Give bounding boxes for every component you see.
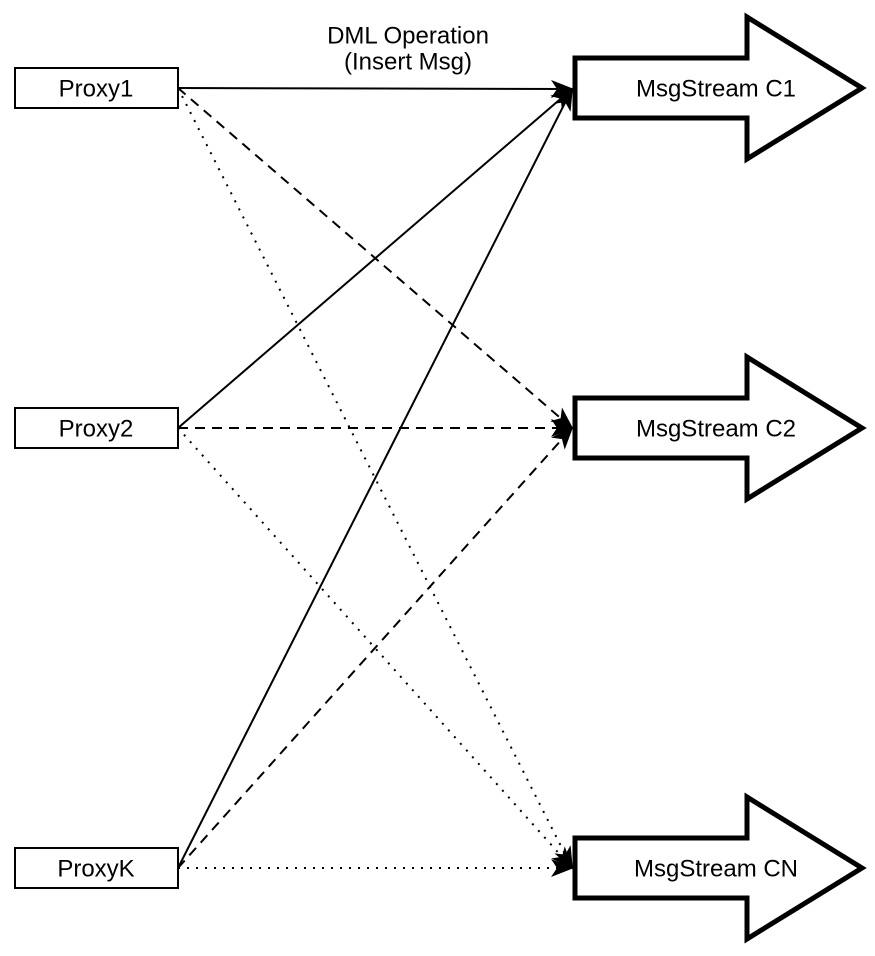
msgstream-c1-label: MsgStream C1 — [636, 76, 796, 103]
msgstream-c2-label: MsgStream C2 — [636, 416, 796, 443]
stream-node-c1: MsgStream C1 — [572, 12, 867, 164]
proxy1-label: Proxy1 — [59, 76, 134, 103]
msgstream-cn-block-arrow-icon — [572, 792, 867, 944]
proxy-node-1: Proxy1 — [14, 67, 179, 109]
connection-proxyK-to-c2-dashed — [177, 426, 574, 869]
proxyk-label: ProxyK — [57, 856, 134, 883]
connection-proxy1-to-c1-solid — [177, 79, 574, 98]
connection-proxy2-to-c1-solid — [177, 87, 574, 429]
proxy1-box — [14, 67, 179, 109]
diagram-title-line1: DML Operation — [327, 23, 489, 50]
stream-node-c2: MsgStream C2 — [572, 352, 867, 504]
msgstream-cn-label: MsgStream CN — [634, 856, 798, 883]
connection-proxyK-to-c1-solid — [177, 87, 573, 869]
diagram-title-line2: (Insert Msg) — [344, 49, 472, 76]
proxy-node-2: Proxy2 — [14, 407, 179, 449]
msgstream-c2-block-arrow-icon — [572, 352, 867, 504]
proxyk-box — [14, 847, 179, 889]
connection-proxy1-to-cN-dotted — [177, 87, 573, 870]
msgstream-c1-block-arrow-icon — [572, 12, 867, 164]
connections-layer — [177, 79, 574, 877]
proxy-node-k: ProxyK — [14, 847, 179, 889]
proxy2-label: Proxy2 — [59, 416, 134, 443]
stream-node-cn: MsgStream CN — [572, 792, 867, 944]
proxy2-box — [14, 407, 179, 449]
